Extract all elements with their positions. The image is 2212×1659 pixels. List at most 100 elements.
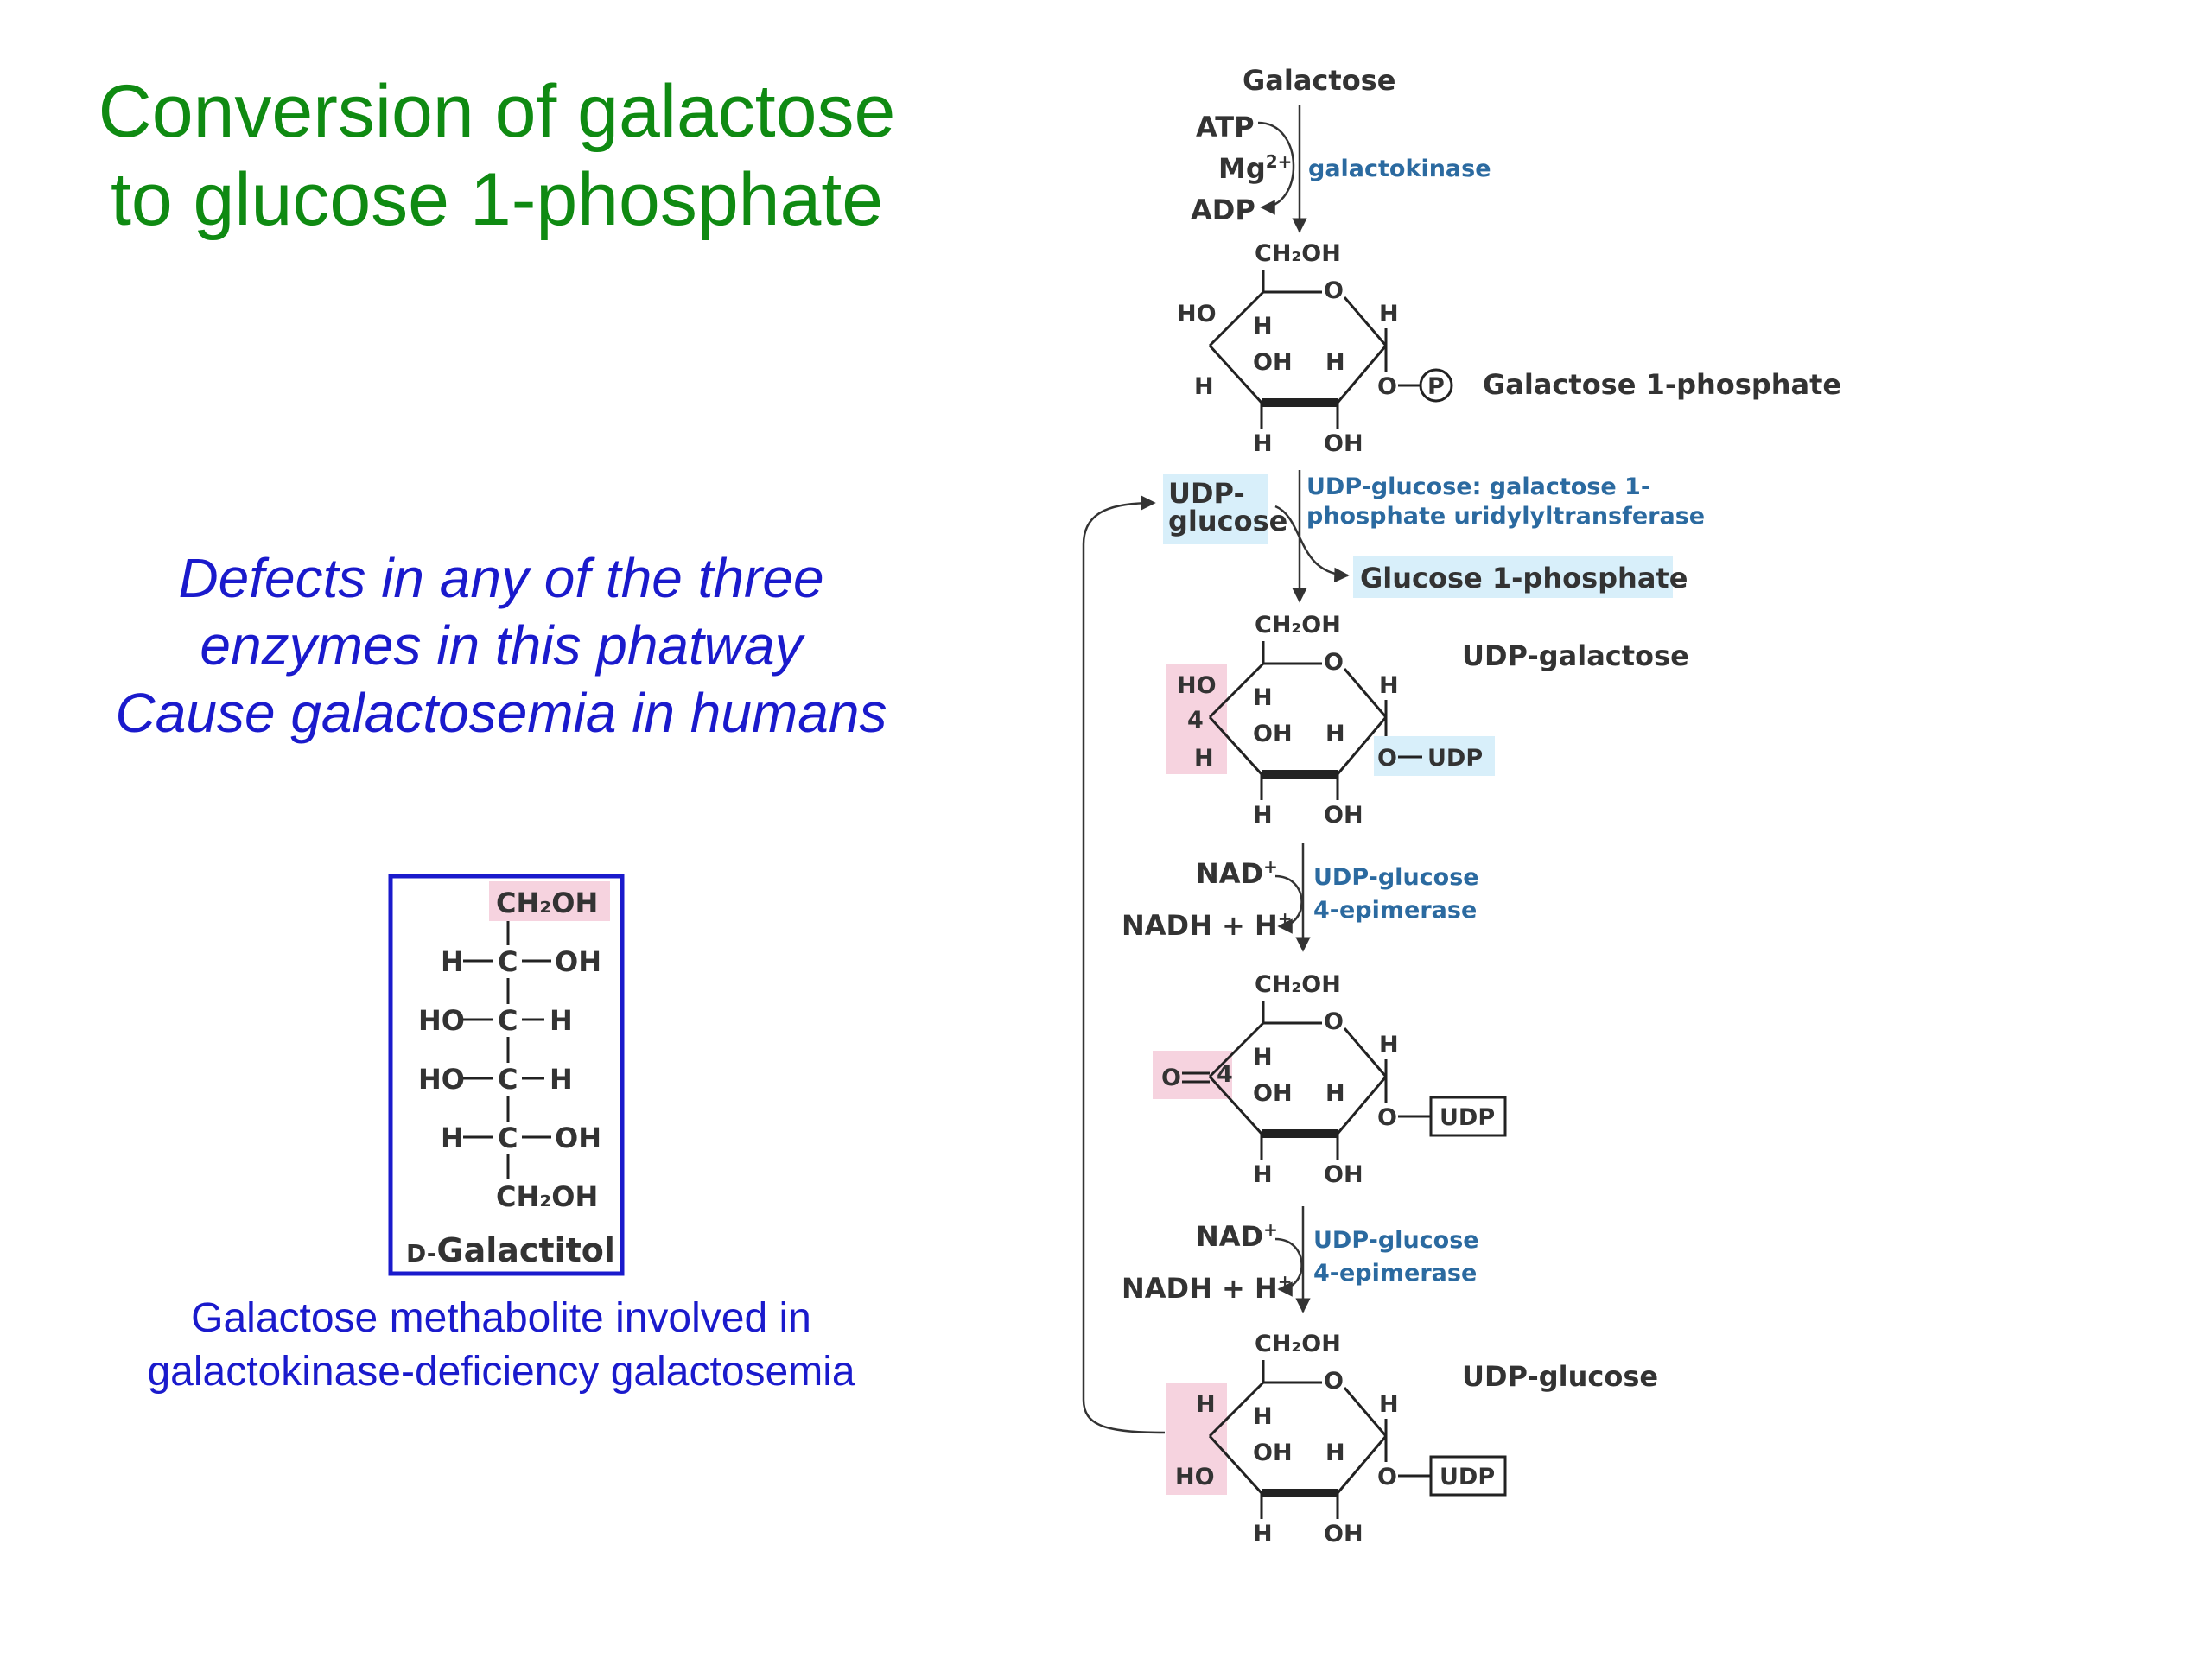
note-line-2: enzymes in this phatway xyxy=(200,614,803,677)
title-line-1: Conversion of galactose xyxy=(98,70,896,153)
udp-galactose-c4-highlight xyxy=(1166,664,1227,774)
udp-glucose-donor-line2: glucose xyxy=(1168,505,1287,537)
svg-text:4: 4 xyxy=(1187,707,1204,734)
svg-text:OH: OH xyxy=(1253,1440,1293,1466)
udp-galactose-udp: UDP xyxy=(1427,745,1483,772)
g1p-h-c4b: H xyxy=(1194,373,1214,400)
galactitol-c3: C xyxy=(498,1004,518,1037)
galactitol-c5: C xyxy=(498,1122,518,1154)
title-line-2: to glucose 1-phosphate xyxy=(110,158,884,241)
svg-text:OH: OH xyxy=(1324,802,1363,829)
step2-side-curve xyxy=(1274,505,1350,583)
galactitol-row4-left: H xyxy=(441,1122,464,1154)
galactitol-row2-left: HO xyxy=(418,1004,465,1037)
caption-line-2: galactokinase-deficiency galactosemia xyxy=(147,1349,855,1395)
svg-text:HO: HO xyxy=(1177,672,1217,699)
udp-glucose-donor-highlight xyxy=(1163,474,1268,544)
step3-nad: NAD+ xyxy=(1196,856,1278,890)
svg-text:HO: HO xyxy=(1175,1464,1215,1491)
keto-c4-highlight xyxy=(1153,1051,1232,1099)
svg-text:H: H xyxy=(1194,745,1214,772)
g1p-oh-c3: OH xyxy=(1253,349,1293,376)
svg-text:H: H xyxy=(1196,1391,1216,1418)
step3-cofactor-curve xyxy=(1274,874,1303,934)
g1p-ch2oh: CH₂OH xyxy=(1255,240,1341,267)
svg-text:CH₂OH: CH₂OH xyxy=(1255,1331,1341,1357)
svg-text:CH₂OH: CH₂OH xyxy=(1255,612,1341,639)
transferase-label-line2: phosphate uridylyltransferase xyxy=(1306,503,1705,530)
atp-label: ATP xyxy=(1196,111,1255,143)
svg-text:CH₂OH: CH₂OH xyxy=(1255,971,1341,998)
svg-text:OH: OH xyxy=(1324,1521,1363,1548)
g1p-ring-o: O xyxy=(1324,277,1344,304)
udp-glucose-structure: CH₂OH O H H H HO OH H O UDP H OH xyxy=(1166,1331,1507,1548)
svg-text:H: H xyxy=(1325,1080,1345,1107)
udp-glucose-donor-line1: UDP- xyxy=(1168,477,1245,510)
epimerase2-line2: 4-epimerase xyxy=(1313,1260,1477,1287)
svg-text:H: H xyxy=(1253,802,1273,829)
udp-glucose-c4-highlight xyxy=(1166,1382,1227,1495)
galactitol-c4: C xyxy=(498,1063,518,1096)
g1p-h-c2: H xyxy=(1325,349,1345,376)
galactitol-top-ch2oh: CH₂OH xyxy=(496,887,598,919)
note-line-3: Cause galactosemia in humans xyxy=(115,682,887,744)
galactitol-prefix: D- xyxy=(406,1239,436,1268)
svg-text:H: H xyxy=(1253,1044,1273,1071)
udp-glucose-recycle-arrow xyxy=(1082,495,1166,1434)
galactitol-row2-right: H xyxy=(550,1004,573,1037)
galactitol-structure: CH₂OH H C OH HO C H HO C H H C OH CH₂OH … xyxy=(388,874,625,1276)
galactitol-label: Galactitol xyxy=(436,1231,615,1269)
udp-galactose-structure: CH₂OH O HO 4 H H H OH H O UDP H OH xyxy=(1166,612,1495,829)
epimerase2-line1: UDP-glucose xyxy=(1313,1227,1479,1254)
svg-text:4: 4 xyxy=(1217,1061,1233,1088)
galactitol-row1-right: OH xyxy=(555,945,601,978)
glucose-1-phosphate-highlight xyxy=(1353,556,1673,598)
keto-oxygen: O xyxy=(1161,1065,1181,1091)
phosphate-icon xyxy=(1419,368,1453,403)
step3-nadh: NADH + H+ xyxy=(1122,908,1293,942)
svg-text:H: H xyxy=(1379,1032,1399,1058)
galactitol-row1-left: H xyxy=(441,945,464,978)
svg-text:O: O xyxy=(1377,1464,1397,1491)
g1p-o1: O xyxy=(1377,373,1397,400)
svg-text:O: O xyxy=(1324,1368,1344,1395)
svg-text:H: H xyxy=(1253,1403,1273,1430)
galactose-1-phosphate-structure: CH₂OH O HO H H H OH H O P H OH xyxy=(1177,240,1453,457)
mg-label: Mg2+ xyxy=(1218,151,1292,185)
transferase-label-line1: UDP-glucose: galactose 1- xyxy=(1306,474,1650,500)
g1p-ho: HO xyxy=(1177,301,1217,327)
galactitol-c2: C xyxy=(498,945,518,978)
galactose-label: Galactose xyxy=(1243,64,1395,97)
udp-glucose-udp: UDP xyxy=(1440,1464,1495,1491)
adp-label: ADP xyxy=(1191,194,1255,226)
svg-text:O: O xyxy=(1324,1008,1344,1035)
g1p-oh-bottom: OH xyxy=(1324,430,1363,457)
keto-udp: UDP xyxy=(1440,1104,1495,1131)
step1-cofactor-curve xyxy=(1257,121,1295,215)
svg-text:OH: OH xyxy=(1253,1080,1293,1107)
keto-intermediate-structure: CH₂OH O O 4 H H OH H O UDP H OH xyxy=(1153,971,1507,1188)
g1p-h-c4: H xyxy=(1253,313,1273,340)
udp-galactose-label: UDP-galactose xyxy=(1462,639,1689,672)
svg-text:H: H xyxy=(1379,1391,1399,1418)
svg-text:H: H xyxy=(1253,684,1273,711)
galactitol-box xyxy=(388,874,625,1276)
galactitol-row3-right: H xyxy=(550,1063,573,1096)
galactose-1-phosphate-label: Galactose 1-phosphate xyxy=(1483,368,1841,401)
galactitol-row3-left: HO xyxy=(418,1063,465,1096)
svg-text:OH: OH xyxy=(1324,1161,1363,1188)
step4-cofactor-curve xyxy=(1274,1237,1303,1297)
galactitol-bottom-ch2oh: CH₂OH xyxy=(496,1180,598,1213)
svg-text:O: O xyxy=(1324,649,1344,676)
galactitol-name: D-Galactitol xyxy=(406,1231,615,1269)
svg-text:P: P xyxy=(1427,373,1445,400)
svg-text:H: H xyxy=(1325,1440,1345,1466)
svg-text:H: H xyxy=(1253,1521,1273,1548)
svg-text:H: H xyxy=(1253,1161,1273,1188)
g1p-h-bottom: H xyxy=(1253,430,1273,457)
svg-text:O: O xyxy=(1377,1104,1397,1131)
g1p-h-c1: H xyxy=(1379,301,1399,327)
step4-nad: NAD+ xyxy=(1196,1219,1278,1253)
svg-text:H: H xyxy=(1379,672,1399,699)
